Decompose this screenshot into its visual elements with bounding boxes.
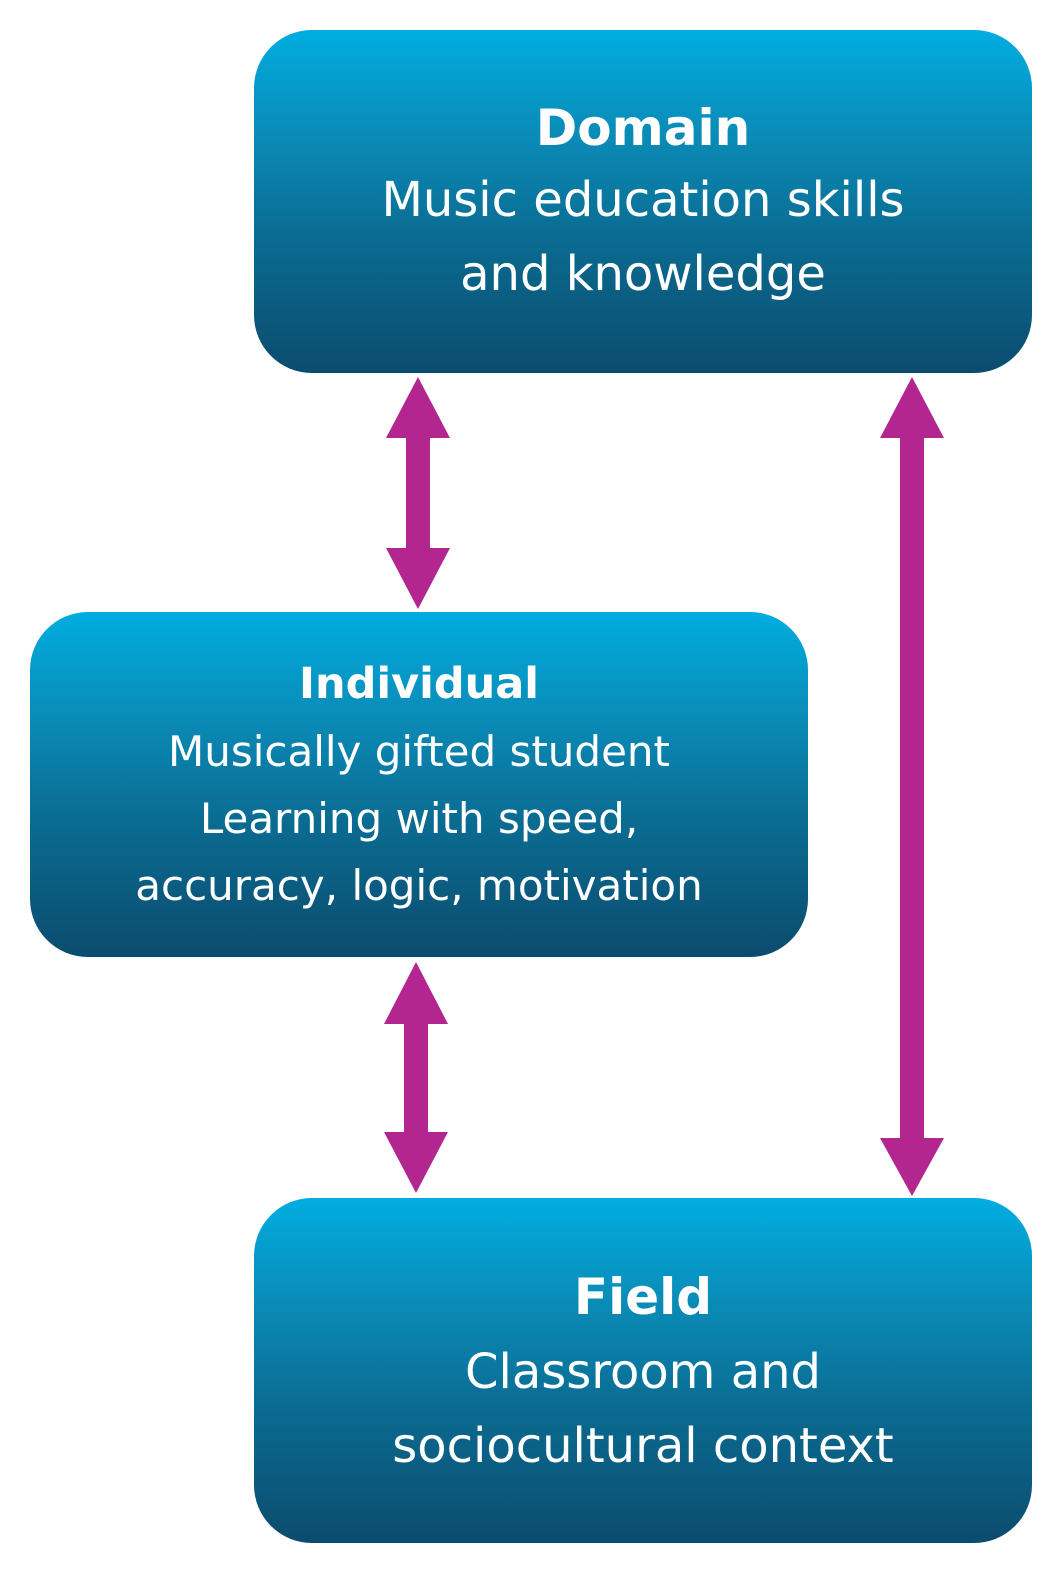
domain-line-1: Music education skills bbox=[381, 171, 905, 228]
arrow-domain-individual bbox=[386, 377, 450, 609]
field-box: Field Classroom and sociocultural contex… bbox=[254, 1198, 1032, 1543]
field-line-1: Classroom and bbox=[464, 1343, 821, 1400]
domain-line-2: and knowledge bbox=[460, 245, 826, 302]
arrow-domain-field bbox=[880, 377, 944, 1196]
field-line-2: sociocultural context bbox=[392, 1417, 894, 1474]
individual-line-1: Musically gifted student bbox=[167, 727, 671, 776]
domain-box: Domain Music education skills and knowle… bbox=[254, 30, 1032, 373]
individual-line-2: Learning with speed, bbox=[199, 794, 639, 843]
arrow-individual-field bbox=[384, 962, 448, 1193]
domain-title: Domain bbox=[535, 98, 751, 157]
individual-line-3: accuracy, logic, motivation bbox=[135, 861, 703, 910]
individual-title: Individual bbox=[298, 659, 540, 709]
individual-box: Individual Musically gifted student Lear… bbox=[30, 612, 808, 957]
field-title: Field bbox=[573, 1267, 713, 1326]
